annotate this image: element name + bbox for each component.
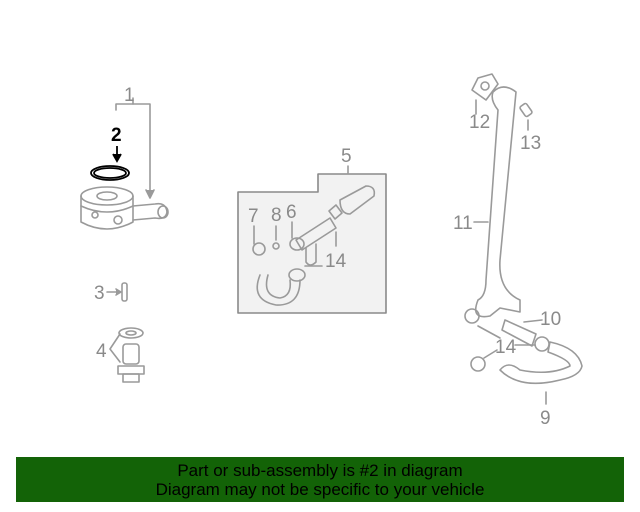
banner-line-1: Part or sub-assembly is #2 in diagram (177, 461, 463, 480)
callout-7: 7 (248, 206, 259, 227)
callout-4: 4 (96, 341, 107, 362)
callout-14a: 14 (325, 251, 347, 272)
info-banner: Part or sub-assembly is #2 in diagram Di… (16, 457, 624, 502)
callout-12: 12 (469, 112, 491, 133)
callout-9: 9 (540, 408, 551, 429)
callout-3: 3 (94, 283, 105, 304)
callout-8: 8 (271, 205, 282, 226)
callout-6: 6 (286, 202, 297, 223)
callout-1: 1 (124, 85, 135, 106)
water-pipe-part-11 (471, 73, 533, 318)
banner-line-2: Diagram may not be specific to your vehi… (155, 480, 485, 499)
oil-cooler-part-1 (80, 186, 169, 230)
callout-5: 5 (341, 146, 352, 167)
clamps-part-14 (464, 308, 550, 372)
callout-11: 11 (453, 213, 473, 234)
o-ring-part-2 (90, 146, 130, 181)
callout-2: 2 (111, 125, 122, 146)
fitting-part-10 (501, 319, 543, 347)
callout-14b: 14 (495, 337, 517, 358)
part-1-leader (115, 97, 155, 199)
callout-10: 10 (540, 309, 562, 330)
drain-plug-part-4 (109, 327, 145, 383)
callout-13: 13 (520, 133, 542, 154)
bolt-part-3 (106, 282, 128, 302)
hose-part-9 (499, 341, 583, 405)
thermostat-housing (252, 185, 376, 306)
